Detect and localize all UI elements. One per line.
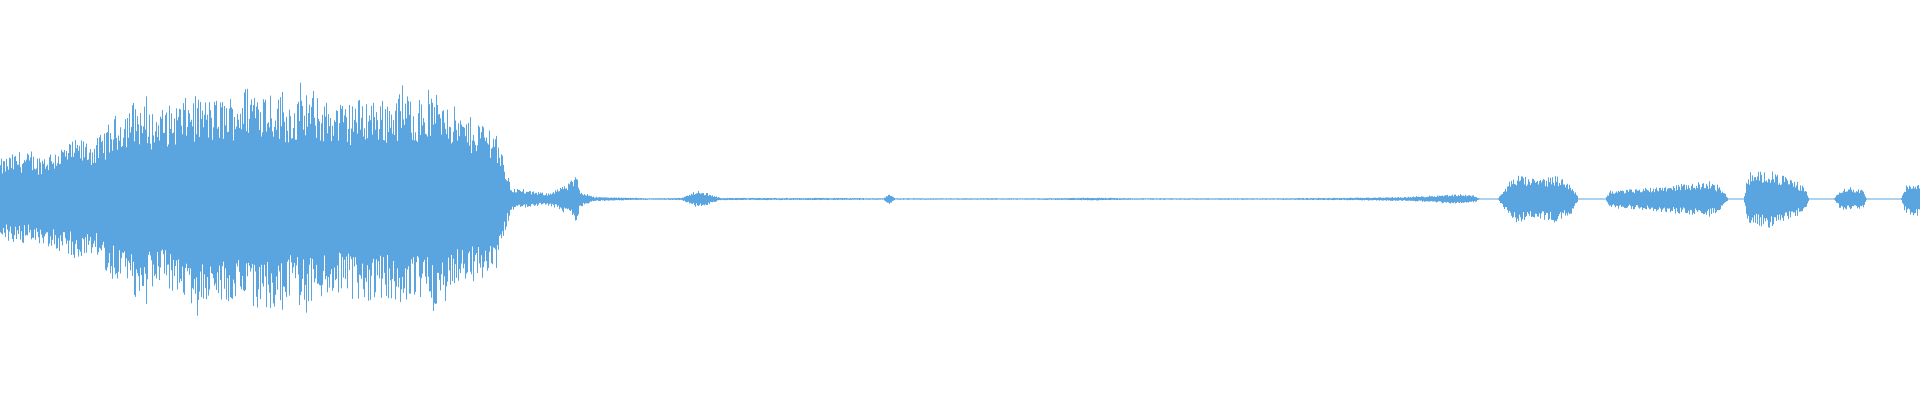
audio-waveform bbox=[0, 82, 1920, 316]
waveform-graphic bbox=[0, 82, 1920, 316]
